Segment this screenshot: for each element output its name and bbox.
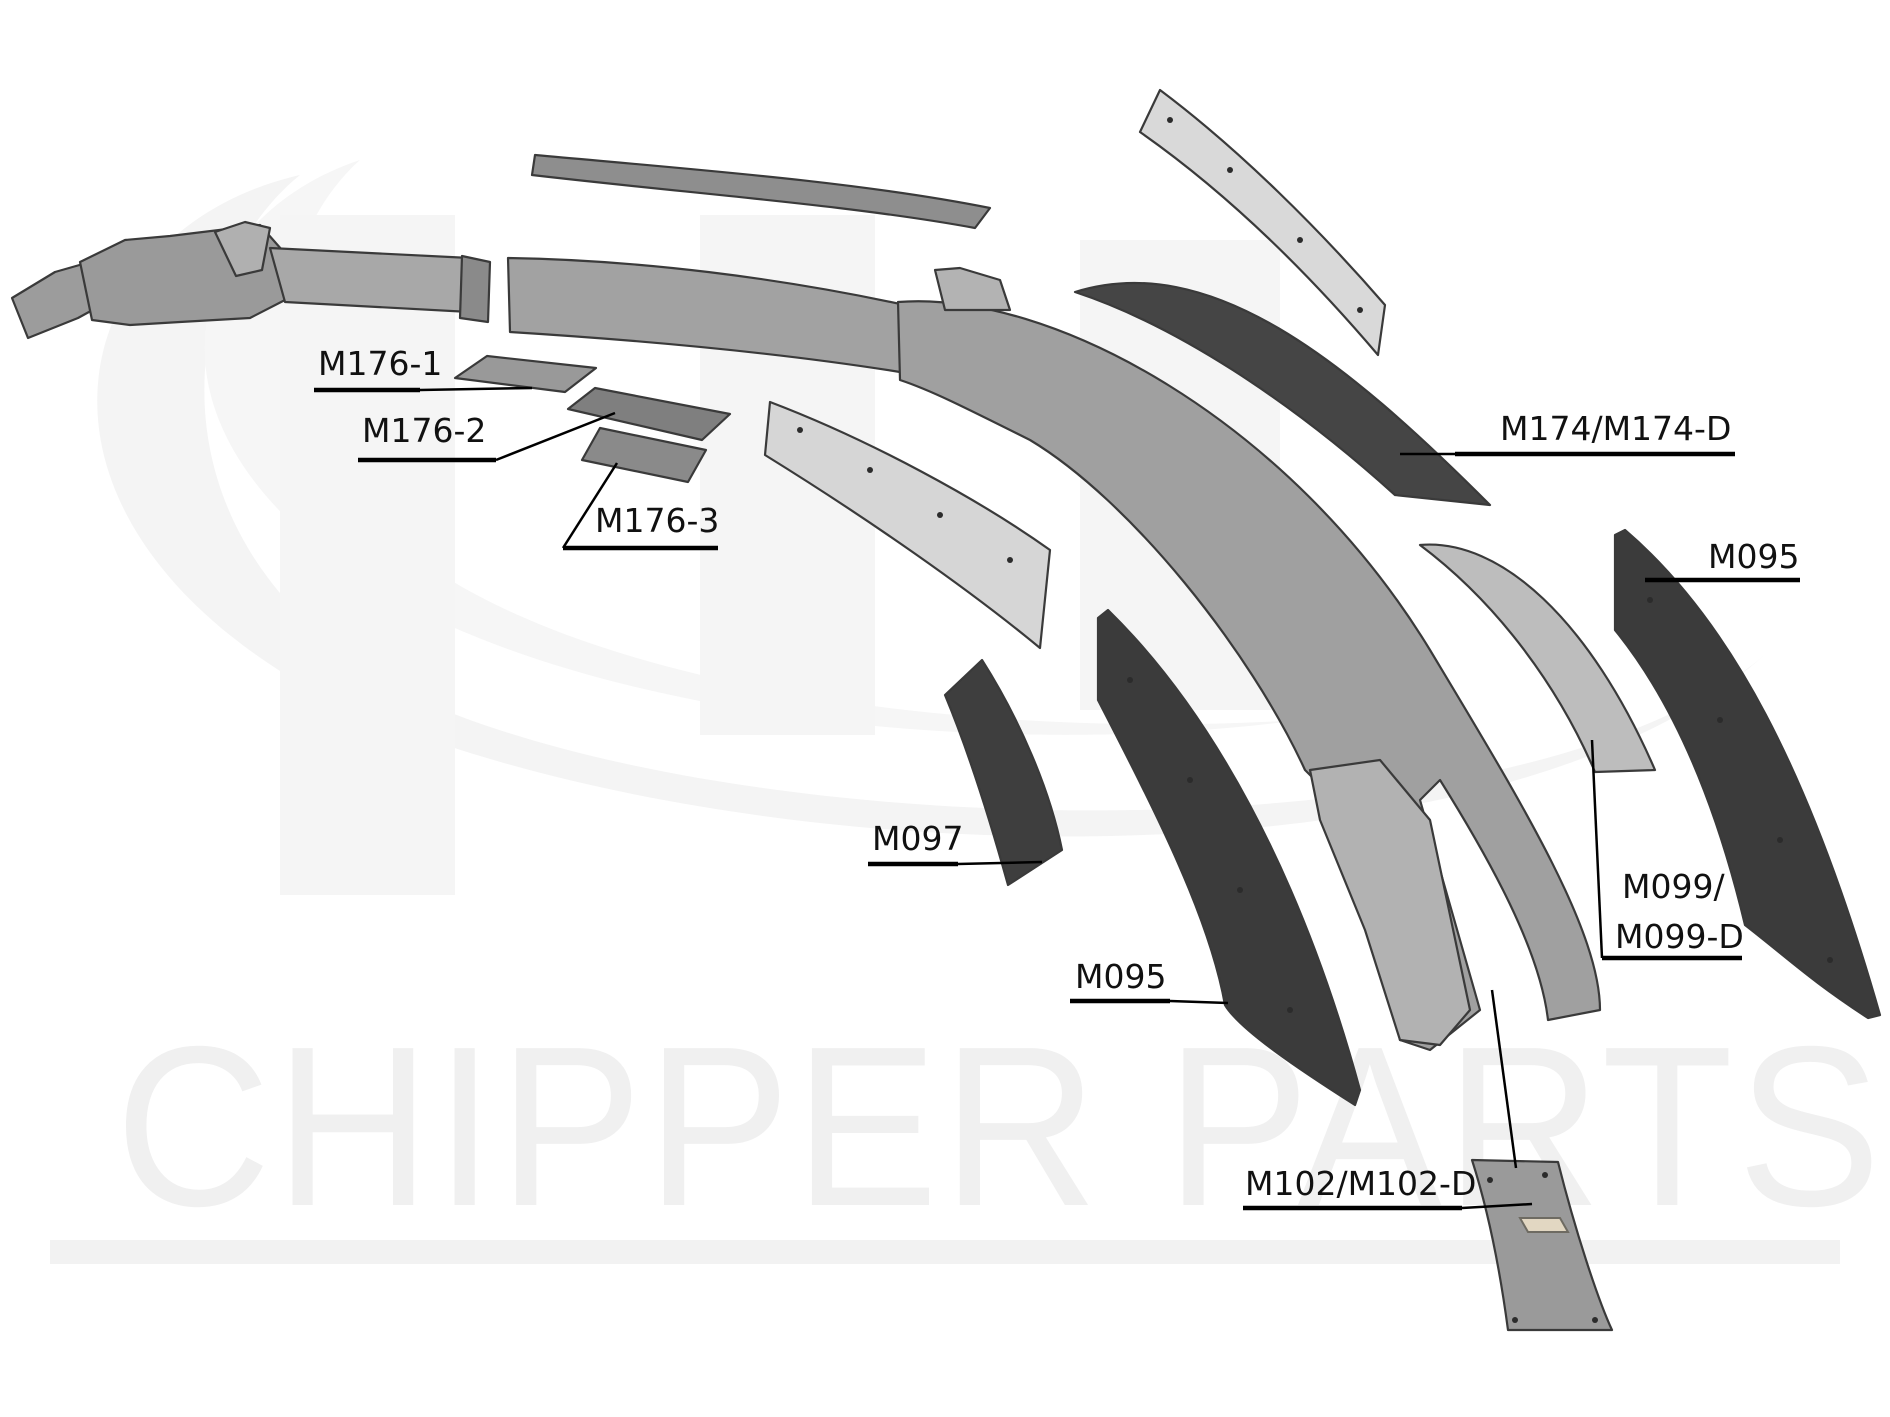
plate-m097	[943, 658, 1064, 887]
drawbar-tube	[268, 246, 472, 314]
frame-lower-extension	[1308, 758, 1472, 1047]
drawbar-hitch-bracket	[213, 220, 272, 278]
drawbar-tube-end	[458, 254, 492, 324]
plate-m174-light	[1138, 88, 1387, 357]
label-m176-1: M176-1	[318, 344, 442, 383]
main-curved-frame	[506, 256, 1602, 1052]
label-m176-2: M176-2	[362, 411, 486, 450]
label-m176-3: M176-3	[595, 501, 719, 540]
label-m099-line1: M099/	[1622, 867, 1725, 906]
callout-m095-center: M095	[1070, 957, 1229, 1005]
leader-m097	[957, 860, 1043, 866]
plate-m176-3	[580, 426, 708, 484]
plate-m176-1	[453, 354, 598, 394]
callout-m099: M099/ M099-D	[1590, 739, 1744, 961]
label-m097: M097	[872, 819, 963, 858]
frame-bracket	[933, 266, 1012, 312]
leader-m099	[1590, 739, 1604, 959]
callout-m095-right: M095	[1645, 537, 1800, 583]
leader-m176-1	[419, 386, 533, 392]
top-strip-plate	[530, 153, 992, 230]
callout-m174: M174/M174-D	[1400, 409, 1735, 457]
leader-m095-center	[1169, 999, 1229, 1005]
callout-m102: M102/M102-D	[1243, 989, 1533, 1211]
mounting-holes	[797, 117, 1833, 1323]
label-m099-line2: M099-D	[1615, 917, 1744, 956]
plate-m102	[1470, 1158, 1614, 1332]
drawbar-frame	[10, 220, 492, 340]
light-plate-upper-center	[763, 400, 1052, 650]
part-drawings	[10, 88, 1882, 1332]
callout-m176-3: M176-3	[561, 462, 719, 551]
leader-m102-vertical	[1490, 989, 1518, 1169]
watermark-text: CHIPPER PARTS	[115, 1000, 1885, 1254]
plate-m176-2	[566, 386, 732, 442]
leader-m176-3	[561, 462, 619, 549]
plate-m095-right	[1613, 528, 1882, 1020]
watermark-block-1	[280, 215, 455, 895]
callout-m176-2: M176-2	[358, 411, 616, 463]
plate-m102-handle	[1518, 1217, 1570, 1233]
callouts: M176-1 M176-2 M176-3 M174/M174-D M095	[314, 344, 1800, 1211]
label-m095-right: M095	[1708, 537, 1799, 576]
callout-m097: M097	[868, 819, 1043, 867]
callout-m176-1: M176-1	[314, 344, 533, 393]
label-m174: M174/M174-D	[1500, 409, 1731, 448]
plate-m174-dark	[1073, 281, 1492, 507]
label-m095-center: M095	[1075, 957, 1166, 996]
plate-m099	[1418, 543, 1657, 774]
plate-m095-center	[1096, 608, 1362, 1107]
leader-m176-2	[495, 411, 616, 462]
label-m102: M102/M102-D	[1245, 1164, 1476, 1203]
leader-m102-horizontal	[1461, 1202, 1533, 1210]
